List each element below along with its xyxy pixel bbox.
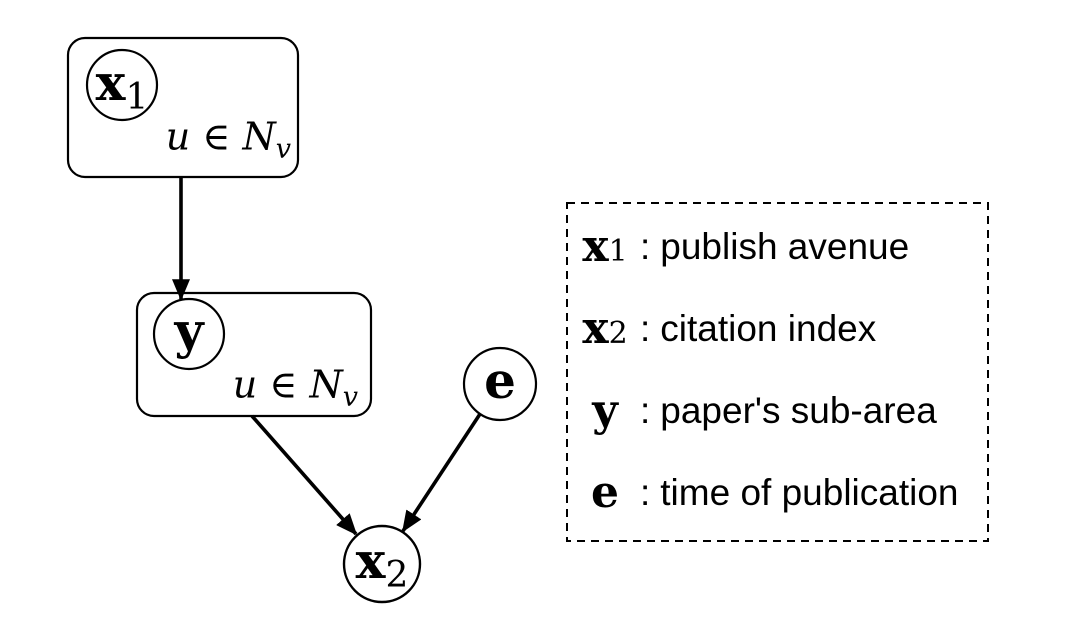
legend-desc: citation index xyxy=(660,308,877,349)
legend-border xyxy=(566,202,989,542)
node-label-e: e xyxy=(484,355,516,414)
node-e-base: e xyxy=(484,350,516,410)
arrow-e-to-x2 xyxy=(401,413,482,533)
legend-colon: : xyxy=(640,472,651,513)
legend-item-y: y : paper's sub-area xyxy=(579,370,988,452)
node-circle-x2 xyxy=(342,524,422,604)
legend-desc: paper's sub-area xyxy=(660,390,937,431)
legend-sym-sub: 1 xyxy=(608,234,628,269)
node-x2-base: x xyxy=(355,530,386,590)
arrow-y-to-x2 xyxy=(250,414,358,536)
legend-desc: time of publication xyxy=(660,472,959,513)
plate-top-expr: u ∈ N xyxy=(165,114,276,159)
node-y-base: y xyxy=(174,300,204,360)
legend-symbol: e xyxy=(579,471,631,515)
plate-label-middle: u ∈ Nv xyxy=(233,365,358,410)
node-label-y: y xyxy=(174,305,203,364)
legend-colon: : xyxy=(640,390,651,431)
plate-top-sub: v xyxy=(275,133,291,165)
node-x1-sub: 1 xyxy=(125,77,149,119)
node-x1-base: x xyxy=(95,52,126,112)
plate-label-top: u ∈ Nv xyxy=(166,117,291,162)
legend-sym-base: e xyxy=(591,467,619,518)
legend-colon: : xyxy=(640,308,651,349)
node-x2-sub: 2 xyxy=(385,555,409,597)
legend-sym-base: x xyxy=(582,221,609,272)
legend-symbol: y xyxy=(579,389,631,433)
legend-colon: : xyxy=(640,226,651,267)
legend-sym-base: y xyxy=(592,385,618,436)
plate-middle-expr: u ∈ N xyxy=(232,362,343,407)
plate-middle-sub: v xyxy=(342,381,358,413)
node-label-x2: x2 xyxy=(356,535,409,597)
node-circle-e xyxy=(462,346,538,422)
legend-sym-sub: 2 xyxy=(608,316,628,351)
node-circle-y xyxy=(152,297,226,371)
node-label-x1: x1 xyxy=(96,57,149,119)
legend-item-e: e : time of publication xyxy=(579,452,988,534)
node-circle-x1 xyxy=(85,48,159,122)
legend-sym-base: x xyxy=(582,303,609,354)
legend-desc: publish avenue xyxy=(660,226,910,267)
